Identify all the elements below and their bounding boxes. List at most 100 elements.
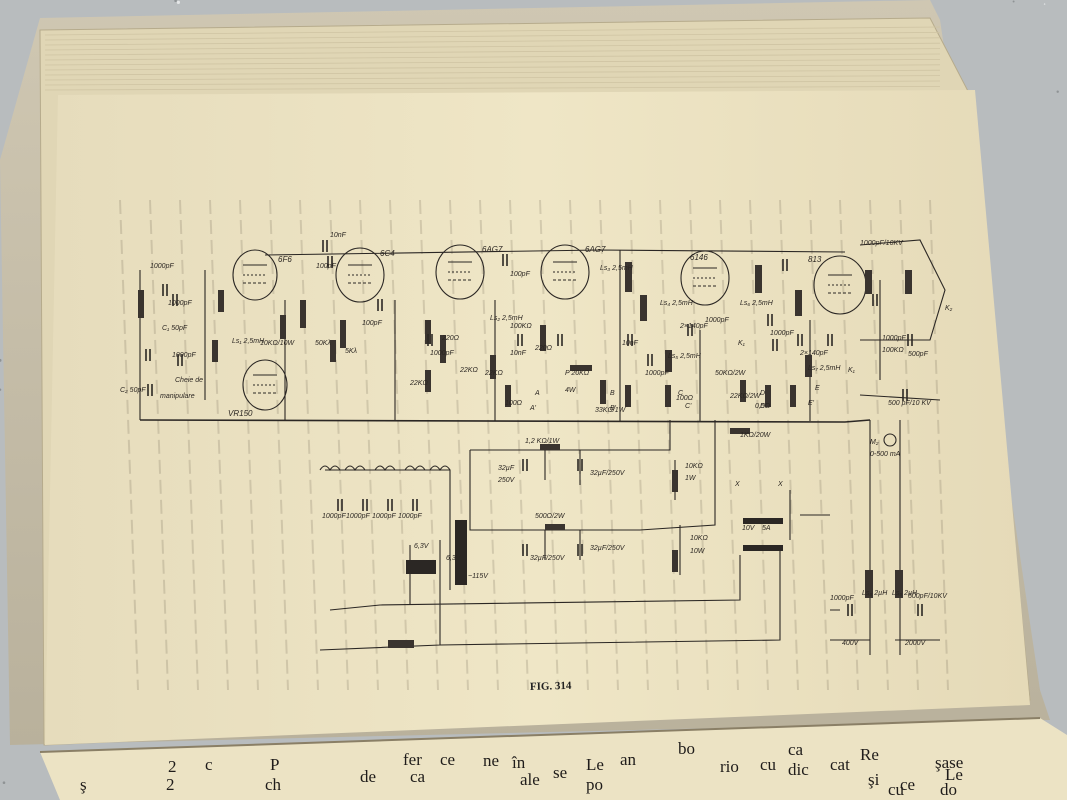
capacitor bbox=[177, 354, 183, 366]
component-label: P 20KΩ bbox=[565, 370, 590, 377]
resistor bbox=[425, 320, 431, 344]
switch-label: D bbox=[760, 390, 765, 397]
component-label: 1000pF bbox=[882, 335, 906, 342]
capacitor bbox=[147, 384, 153, 396]
component-label: Ls₈ 2µH bbox=[862, 590, 888, 597]
facing-page bbox=[40, 718, 1067, 800]
resistor bbox=[505, 385, 511, 407]
component-label: 1000pF bbox=[645, 370, 669, 377]
component-label: 32µF/250V bbox=[530, 555, 566, 562]
component-label: 10W bbox=[690, 548, 706, 555]
resistor bbox=[672, 550, 678, 572]
resistor bbox=[570, 365, 592, 371]
component-label: 1W bbox=[685, 475, 697, 482]
component-label: 500 pF/10 KV bbox=[888, 400, 932, 407]
component-label: 1000pF bbox=[172, 352, 196, 359]
facing-page-word: ale bbox=[520, 770, 540, 789]
tube-label: 6AG7 bbox=[585, 245, 606, 254]
capacitor bbox=[577, 459, 583, 471]
component-label: manipulare bbox=[160, 393, 195, 400]
facing-page-word: 2 bbox=[168, 757, 177, 776]
component-label: 1000pF bbox=[770, 330, 794, 337]
component-label: 1000pF bbox=[372, 513, 396, 520]
component-label: 22KΩ bbox=[409, 380, 428, 387]
component-label: 100Ω bbox=[505, 400, 523, 407]
switch-label: A' bbox=[529, 405, 537, 412]
component-label: 22KΩ bbox=[484, 370, 503, 377]
component-label: 220Ω bbox=[534, 345, 553, 352]
vacuum-tube bbox=[680, 250, 730, 306]
component-label: Ls₁ 2,5mH bbox=[232, 338, 265, 345]
facing-page-word: ş bbox=[80, 775, 87, 794]
component-label: 6,3V bbox=[446, 555, 462, 562]
figure-caption: FIG. 314 bbox=[530, 680, 572, 693]
component-label: 100pF bbox=[316, 263, 337, 270]
resistor bbox=[795, 290, 802, 316]
component-label: Ls₃ 2,5mH bbox=[600, 265, 634, 272]
component-label: M₂ bbox=[870, 439, 879, 446]
component-label: 500pF bbox=[908, 351, 929, 358]
component-label: 500Ω/2W bbox=[535, 513, 566, 520]
resistor bbox=[790, 385, 796, 407]
tube-label: 6AG7 bbox=[482, 245, 503, 254]
tube-label: 6C4 bbox=[380, 249, 395, 258]
switch-label: B bbox=[610, 390, 615, 397]
capacitor bbox=[162, 284, 168, 296]
resistor bbox=[330, 340, 336, 362]
component-label: 22KΩ/2W bbox=[729, 393, 762, 400]
component-label: Ls₇ 2,5mH bbox=[808, 365, 841, 372]
capacitor bbox=[522, 459, 528, 471]
book-page bbox=[45, 90, 1030, 745]
resistor bbox=[625, 385, 631, 407]
component-label: 1,2 KΩ/1W bbox=[525, 438, 561, 445]
component-label: 5Kλ bbox=[345, 348, 358, 355]
resistor bbox=[138, 290, 144, 318]
facing-page-word: 2 bbox=[166, 775, 175, 794]
resistor bbox=[665, 350, 672, 372]
capacitor bbox=[502, 254, 508, 266]
component-label: 400V bbox=[842, 640, 860, 647]
resistor bbox=[765, 385, 771, 407]
capacitor bbox=[557, 334, 563, 346]
component-label: 100pF bbox=[362, 320, 383, 327]
component-label: 10nF bbox=[330, 232, 347, 239]
component-label: C₁ 50pF bbox=[162, 325, 188, 332]
switch-label: K₁ bbox=[848, 367, 856, 374]
capacitor bbox=[427, 334, 433, 346]
component-label: 10nF bbox=[510, 350, 527, 357]
component-label: ~115V bbox=[468, 573, 489, 580]
resistor bbox=[672, 470, 678, 492]
component-label: 10KΩ bbox=[690, 535, 708, 542]
component-label: 50KΩ/2W bbox=[715, 370, 747, 377]
vacuum-tube bbox=[335, 247, 385, 303]
component-label: 33KΩ/1W bbox=[595, 407, 627, 414]
facing-page-word: în bbox=[511, 753, 526, 772]
facing-page-word: ca bbox=[410, 767, 426, 786]
component-label: 10KΩ/10W bbox=[260, 340, 296, 347]
component-label: 1000pF bbox=[346, 513, 370, 520]
component-label: 100KΩ bbox=[882, 347, 904, 354]
facing-page-word: do bbox=[940, 780, 957, 799]
component-label: 1000pF bbox=[168, 300, 192, 307]
capacitor bbox=[917, 604, 923, 616]
resistor bbox=[280, 315, 286, 339]
capacitor bbox=[847, 604, 853, 616]
resistor bbox=[865, 270, 872, 294]
capacitor bbox=[522, 544, 528, 556]
facing-page-word: rio bbox=[720, 757, 739, 776]
switch-label: E' bbox=[808, 400, 815, 407]
capacitor bbox=[827, 334, 833, 346]
facing-page-word: dic bbox=[788, 760, 809, 779]
component-label: Ls₉ 2µH bbox=[892, 590, 918, 597]
switch-label: B' bbox=[610, 405, 617, 412]
component-label: Ls₆ 2,5mH bbox=[740, 300, 774, 307]
facing-page-word: se bbox=[553, 763, 567, 782]
component-label: Cheie de bbox=[175, 377, 203, 384]
component-label: 500pF/10KV bbox=[908, 593, 948, 600]
component-label: 32µF/250V bbox=[590, 545, 626, 552]
resistor bbox=[212, 340, 218, 362]
tube-label: 813 bbox=[808, 255, 822, 264]
resistor bbox=[665, 385, 671, 407]
facing-page-word: de bbox=[360, 767, 376, 786]
facing-page-word: şase bbox=[935, 753, 963, 772]
